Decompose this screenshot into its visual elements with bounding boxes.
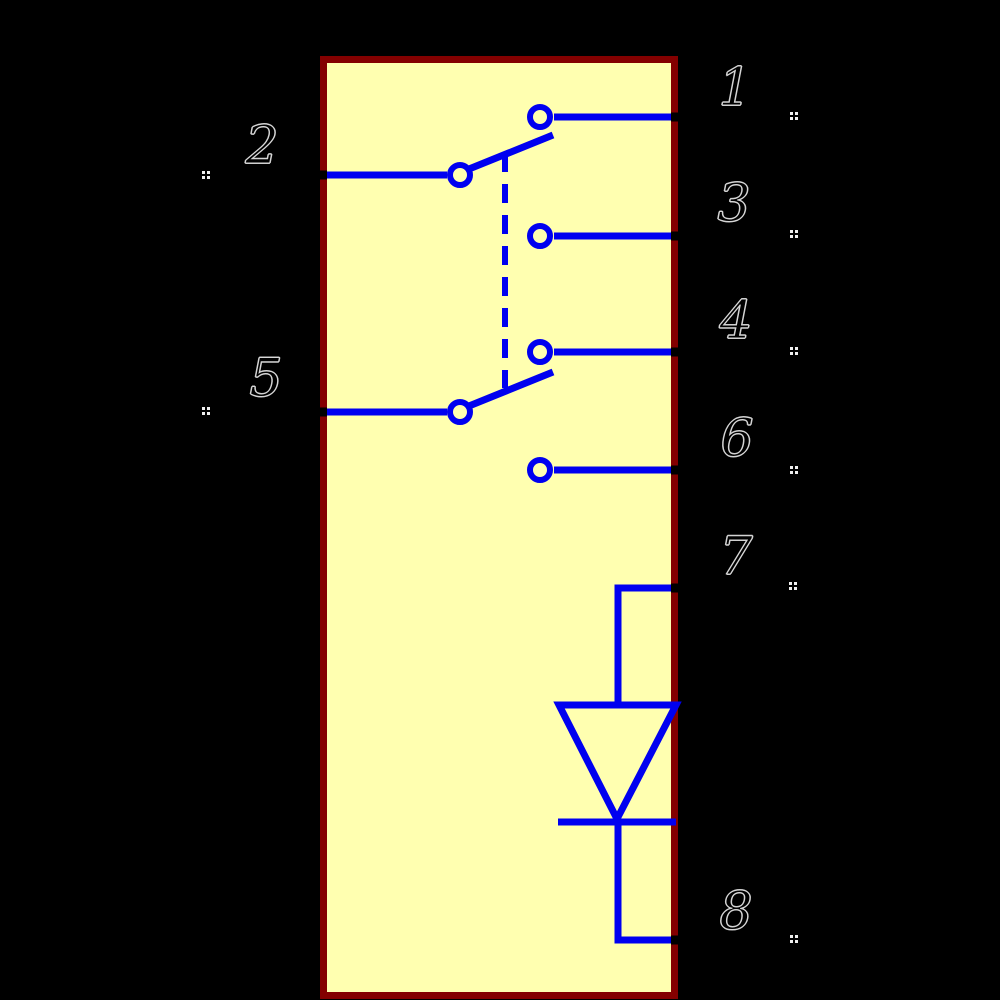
pin2-junction-tick bbox=[317, 170, 327, 180]
switch2-common-circle-pin5 bbox=[447, 399, 473, 425]
switch1-contact-circle-pin1 bbox=[527, 104, 553, 130]
pin-8-name-dots-icon bbox=[790, 935, 793, 938]
switch2-contact-circle-pin6 bbox=[527, 457, 553, 483]
pin-4-name-dots-icon bbox=[790, 347, 793, 350]
switch1-contact-circle-pin3 bbox=[527, 223, 553, 249]
diode-triangle bbox=[553, 701, 682, 827]
pin-3-number: 3 bbox=[717, 174, 751, 234]
pin-7-name-dots-icon bbox=[789, 582, 792, 585]
switch1-common-circle-pin2 bbox=[447, 162, 473, 188]
pin7-wire bbox=[614, 584, 676, 703]
pin-5-number: 5 bbox=[249, 349, 283, 409]
pin8-junction-tick bbox=[671, 935, 681, 945]
pin-5-name-dots-icon bbox=[202, 407, 205, 410]
switch2-arm bbox=[467, 368, 555, 410]
pin-2-name-dots-icon bbox=[202, 171, 205, 174]
pin4-junction-tick bbox=[671, 347, 681, 357]
pin7-junction-tick bbox=[671, 583, 681, 593]
switch2-contact-circle-pin4 bbox=[527, 339, 553, 365]
switch1-arm bbox=[467, 131, 555, 173]
component-body bbox=[320, 56, 678, 999]
pin-6-number: 6 bbox=[720, 409, 754, 469]
pin5-junction-tick bbox=[317, 407, 327, 417]
pin3-junction-tick bbox=[671, 231, 681, 241]
pin-7-number: 7 bbox=[719, 527, 753, 587]
pin-1-name-dots-icon bbox=[790, 112, 793, 115]
pin-1-number: 1 bbox=[718, 58, 752, 118]
pin-4-number: 4 bbox=[719, 291, 753, 351]
pin1-junction-tick bbox=[671, 112, 681, 122]
pin-6-name-dots-icon bbox=[790, 466, 793, 469]
pin6-junction-tick bbox=[671, 465, 681, 475]
pin8-wire bbox=[614, 822, 676, 944]
pin-8-number: 8 bbox=[719, 882, 753, 942]
pin-junction-ticks-group bbox=[317, 112, 681, 945]
pin-2-number: 2 bbox=[245, 116, 279, 176]
pin-3-name-dots-icon bbox=[790, 230, 793, 233]
wires-group bbox=[322, 104, 682, 944]
